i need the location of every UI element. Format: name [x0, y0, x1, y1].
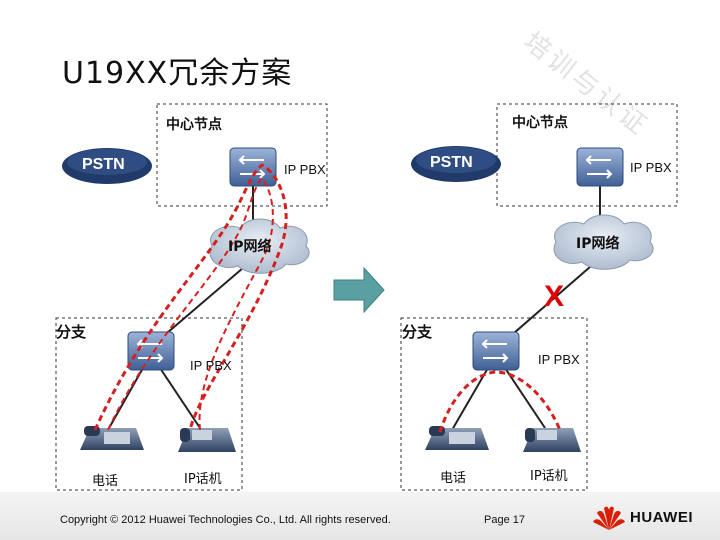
- brand-name: HUAWEI: [630, 509, 693, 526]
- ip-pbx-router-icon-center-left: [229, 147, 277, 187]
- link-cloud-to-branch-pbx-left: [152, 261, 251, 346]
- pstn-label-right: PSTN: [430, 154, 473, 171]
- ip-pbx-center-label-right: IP PBX: [630, 160, 672, 175]
- ip-pbx-branch-label-left: IP PBX: [190, 358, 232, 373]
- center-node-label-right: 中心节点: [512, 115, 568, 131]
- ip-phone-label-left: IP话机: [184, 472, 222, 487]
- branch-label-left: 分支: [56, 323, 87, 341]
- page-title: U19XX冗余方案: [62, 56, 293, 91]
- phone-icon-right: [425, 426, 489, 450]
- branch-box-right: [400, 317, 588, 491]
- ip-pbx-router-icon-branch-left: [127, 331, 175, 371]
- link-branch-pbx-to-ipphone-right: [504, 367, 546, 429]
- pstn-cloud-left: [62, 148, 152, 184]
- link-cloud-to-branch-pbx-right: [505, 259, 599, 341]
- center-node-label-left: 中心节点: [166, 117, 222, 133]
- call-path-left-inner: [107, 176, 274, 431]
- pstn-cloud-right: [411, 146, 501, 182]
- huawei-logo-icon: [593, 506, 625, 530]
- link-branch-pbx-to-phone-right: [451, 367, 489, 431]
- ip-network-label-right: IP网络: [576, 236, 620, 252]
- phone-icon-left: [80, 426, 144, 450]
- link-branch-pbx-to-ipphone-left: [159, 367, 201, 429]
- ip-network-cloud-right: [553, 214, 654, 270]
- pstn-label-left: PSTN: [82, 156, 125, 173]
- ip-phone-icon-left: [178, 428, 236, 452]
- branch-label-right: 分支: [402, 323, 433, 341]
- copyright-text: Copyright © 2012 Huawei Technologies Co.…: [60, 514, 391, 526]
- ip-phone-icon-right: [523, 428, 581, 452]
- phone-label-left: 电话: [92, 474, 119, 489]
- ip-pbx-router-icon-branch-right: [472, 331, 520, 371]
- center-node-box-left: [156, 103, 328, 207]
- call-path-right: [438, 370, 562, 433]
- ip-network-label-left: IP网络: [228, 239, 272, 255]
- ip-pbx-center-label-left: IP PBX: [284, 162, 326, 177]
- phone-label-right: 电话: [440, 471, 467, 486]
- link-failure-mark: X: [544, 280, 565, 313]
- ip-phone-label-right: IP话机: [530, 469, 568, 484]
- center-node-box-right: [496, 103, 678, 207]
- page-number: Page 17: [484, 514, 525, 526]
- branch-box-left: [55, 317, 243, 491]
- transition-arrow: [333, 266, 385, 314]
- call-path-left-outer: [93, 163, 288, 431]
- ip-pbx-branch-label-right: IP PBX: [538, 352, 580, 367]
- ip-pbx-router-icon-center-right: [576, 147, 624, 187]
